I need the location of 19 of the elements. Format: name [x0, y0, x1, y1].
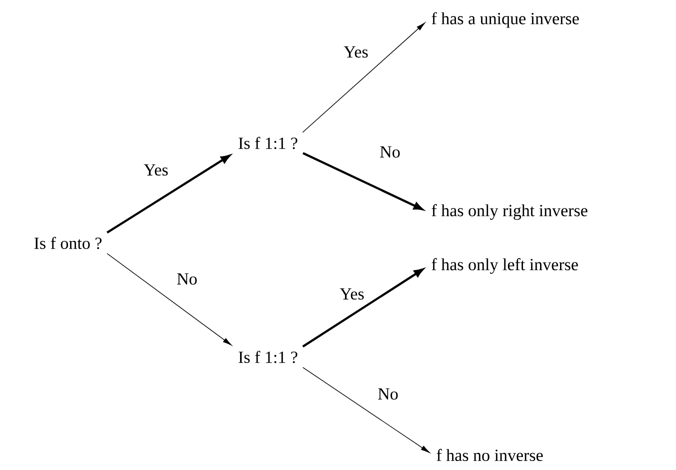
edge-label: Yes: [142, 163, 170, 177]
arrow: [302, 268, 424, 348]
outcome-text: f has a unique inverse: [432, 12, 579, 28]
arrow: [302, 152, 423, 210]
edge-label: No: [378, 145, 402, 159]
outcome-text: f has no inverse: [436, 448, 543, 462]
arrow: [302, 22, 426, 133]
arrow: [106, 154, 230, 234]
edge-label: Yes: [342, 45, 370, 59]
question-text: Is f 1:1 ?: [238, 350, 298, 364]
edge-label: No: [376, 387, 400, 401]
outcome-text: f has only right inverse: [432, 204, 588, 220]
edge-label: Yes: [338, 287, 366, 301]
edge-label: No: [176, 272, 198, 286]
arrow: [106, 253, 232, 346]
question-text: Is f 1:1 ?: [238, 136, 298, 150]
outcome-text: f has only left inverse: [432, 258, 578, 274]
arrow: [302, 367, 430, 453]
question-text: Is f onto ?: [34, 236, 102, 250]
